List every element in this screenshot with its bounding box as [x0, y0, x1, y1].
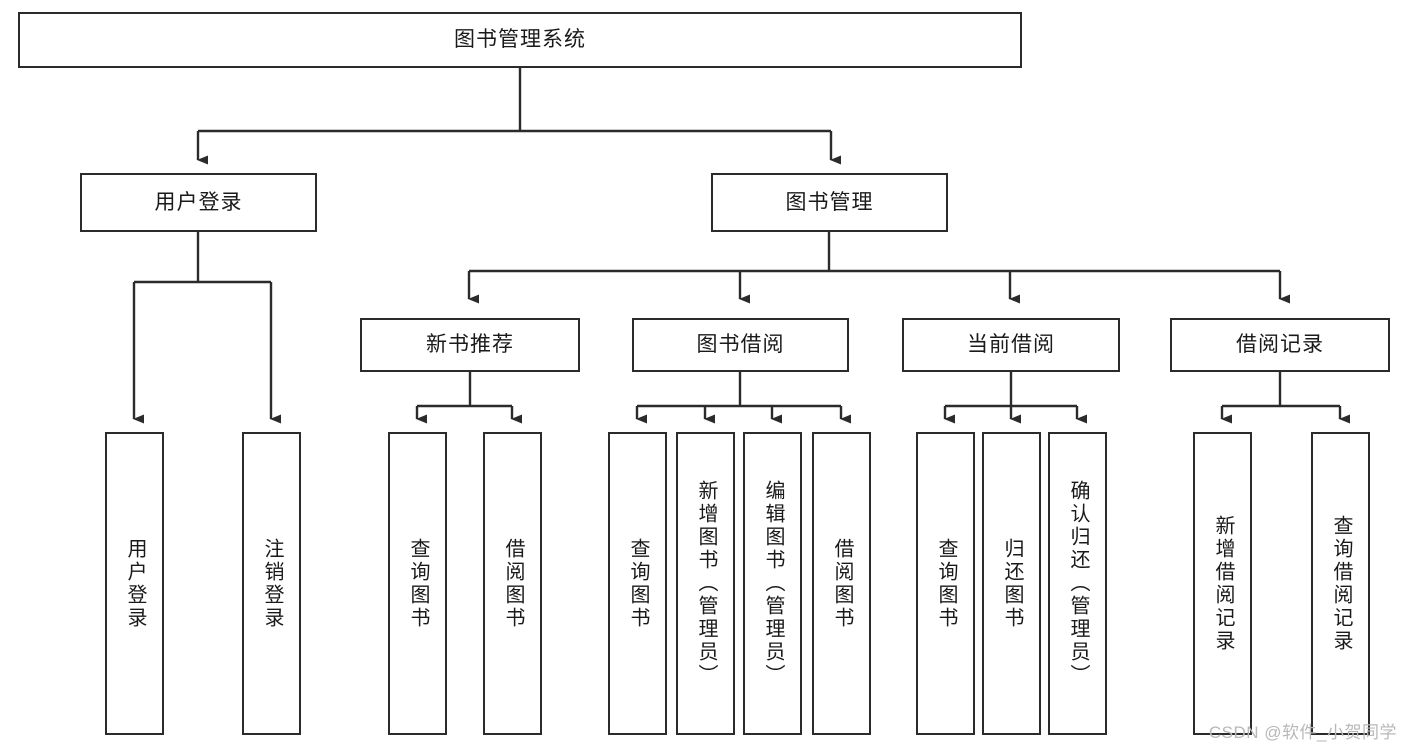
leaf-confirm-return-admin[interactable]: 确认归还（管理员） [1048, 432, 1107, 735]
leaf-query-book-current[interactable]: 查询图书 [916, 432, 975, 735]
node-book-management[interactable]: 图书管理 [711, 173, 948, 232]
leaf-borrow-book-new[interactable]: 借阅图书 [483, 432, 542, 735]
node-label: 图书管理 [785, 190, 874, 214]
node-label: 编辑图书（管理员） [762, 480, 784, 687]
node-book-borrow[interactable]: 图书借阅 [632, 318, 849, 372]
leaf-add-book-admin[interactable]: 新增图书（管理员） [676, 432, 735, 735]
node-label: 查询图书 [935, 537, 957, 630]
node-new-book-recommend[interactable]: 新书推荐 [360, 318, 580, 372]
leaf-query-borrow-record[interactable]: 查询借阅记录 [1311, 432, 1370, 735]
leaf-borrow-book[interactable]: 借阅图书 [812, 432, 871, 735]
node-label: 图书借阅 [696, 333, 785, 357]
node-label: 确认归还（管理员） [1067, 480, 1089, 687]
node-label: 查询图书 [407, 537, 429, 630]
node-label: 新增图书（管理员） [695, 480, 717, 687]
leaf-edit-book-admin[interactable]: 编辑图书（管理员） [743, 432, 802, 735]
node-label: 新增借阅记录 [1212, 514, 1234, 653]
csdn-watermark: CSDN @软件_小贺同学 [1208, 723, 1397, 742]
leaf-add-borrow-record[interactable]: 新增借阅记录 [1193, 432, 1252, 735]
node-label: 借阅记录 [1236, 333, 1324, 357]
leaf-user-login[interactable]: 用户登录 [105, 432, 164, 735]
node-label: 归还图书 [1001, 537, 1023, 630]
node-label: 借阅图书 [831, 537, 853, 630]
node-root-book-management-system[interactable]: 图书管理系统 [18, 12, 1022, 68]
leaf-query-book-borrow[interactable]: 查询图书 [608, 432, 667, 735]
node-label: 查询借阅记录 [1330, 514, 1352, 653]
leaf-query-book-new[interactable]: 查询图书 [388, 432, 447, 735]
node-label: 当前借阅 [967, 333, 1055, 357]
node-user-login[interactable]: 用户登录 [80, 173, 317, 232]
node-label: 用户登录 [154, 190, 243, 214]
leaf-return-book[interactable]: 归还图书 [982, 432, 1041, 735]
node-current-borrow[interactable]: 当前借阅 [902, 318, 1120, 372]
node-borrow-record[interactable]: 借阅记录 [1170, 318, 1390, 372]
node-label: 注销登录 [261, 537, 283, 630]
leaf-logout[interactable]: 注销登录 [242, 432, 301, 735]
node-label: 借阅图书 [502, 537, 524, 630]
node-label: 查询图书 [627, 537, 649, 630]
node-label: 新书推荐 [426, 333, 514, 357]
node-label: 图书管理系统 [454, 28, 586, 52]
node-label: 用户登录 [124, 537, 146, 630]
